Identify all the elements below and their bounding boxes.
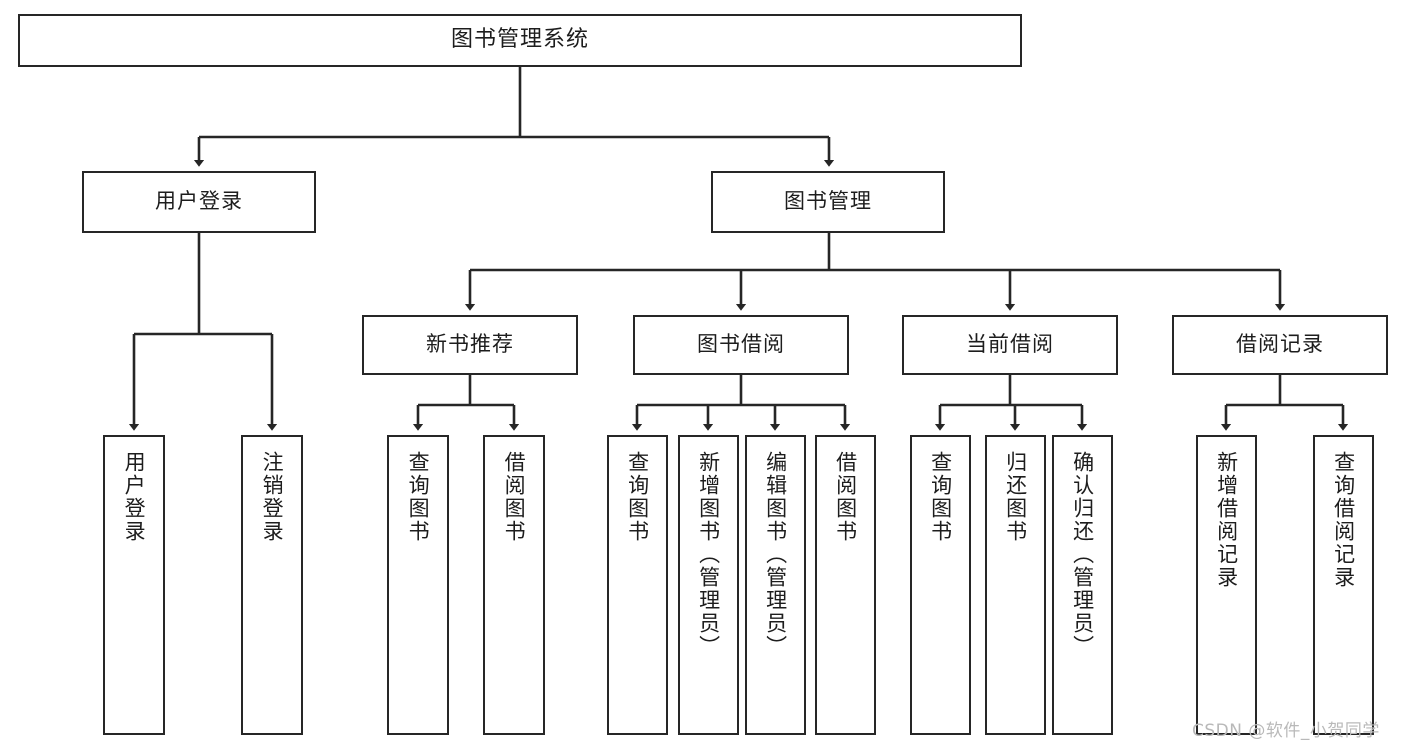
- node-current-borrow-label: 当前借阅: [966, 332, 1054, 357]
- connector-group-new-book-recommend: [412, 375, 520, 431]
- node-book-borrow[interactable]: 图书借阅: [633, 315, 849, 375]
- leaf-query-record-label: 查询借阅记录: [1331, 451, 1356, 589]
- node-current-borrow[interactable]: 当前借阅: [902, 315, 1118, 375]
- node-root-label: 图书管理系统: [450, 27, 589, 53]
- leaf-borrow-book-rec[interactable]: 借阅图书: [483, 435, 545, 735]
- leaf-user-login[interactable]: 用户登录: [103, 435, 165, 735]
- leaf-query-book-borrow-label: 查询图书: [625, 451, 650, 543]
- leaf-edit-book-label: 编辑图书（管理员）: [763, 451, 788, 658]
- node-user-login-label: 用户登录: [155, 189, 243, 214]
- leaf-return-book[interactable]: 归还图书: [985, 435, 1046, 735]
- leaf-return-book-label: 归还图书: [1003, 451, 1028, 543]
- node-borrow-record[interactable]: 借阅记录: [1172, 315, 1388, 375]
- leaf-borrow-book-rec-label: 借阅图书: [502, 451, 527, 543]
- connector-group-book-manage: [464, 233, 1286, 311]
- leaf-query-record[interactable]: 查询借阅记录: [1313, 435, 1374, 735]
- leaf-query-book-borrow[interactable]: 查询图书: [607, 435, 668, 735]
- leaf-borrow-book[interactable]: 借阅图书: [815, 435, 876, 735]
- leaf-user-login-label: 用户登录: [122, 451, 147, 543]
- node-book-manage-label: 图书管理: [784, 189, 872, 214]
- connector-group-current-borrow: [934, 375, 1088, 431]
- node-user-login[interactable]: 用户登录: [82, 171, 316, 233]
- leaf-borrow-book-label: 借阅图书: [833, 451, 858, 543]
- node-root[interactable]: 图书管理系统: [18, 14, 1022, 67]
- node-book-borrow-label: 图书借阅: [697, 332, 785, 357]
- leaf-edit-book[interactable]: 编辑图书（管理员）: [745, 435, 806, 735]
- leaf-query-book-rec[interactable]: 查询图书: [387, 435, 449, 735]
- node-book-manage[interactable]: 图书管理: [711, 171, 945, 233]
- node-new-book-recommend-label: 新书推荐: [426, 332, 514, 357]
- leaf-add-book-label: 新增图书（管理员）: [696, 451, 721, 658]
- leaf-logout[interactable]: 注销登录: [241, 435, 303, 735]
- leaf-query-book-cur[interactable]: 查询图书: [910, 435, 971, 735]
- connector-group-book-borrow: [631, 375, 851, 431]
- leaf-confirm-return[interactable]: 确认归还（管理员）: [1052, 435, 1113, 735]
- node-new-book-recommend[interactable]: 新书推荐: [362, 315, 578, 375]
- connector-group-user-login: [128, 233, 278, 431]
- leaf-query-book-cur-label: 查询图书: [928, 451, 953, 543]
- node-borrow-record-label: 借阅记录: [1236, 332, 1324, 357]
- leaf-logout-label: 注销登录: [260, 451, 285, 543]
- leaf-add-book[interactable]: 新增图书（管理员）: [678, 435, 739, 735]
- connector-group-root: [193, 67, 835, 167]
- leaf-add-record-label: 新增借阅记录: [1214, 451, 1239, 589]
- leaf-query-book-rec-label: 查询图书: [406, 451, 431, 543]
- leaf-confirm-return-label: 确认归还（管理员）: [1070, 451, 1095, 658]
- leaf-add-record[interactable]: 新增借阅记录: [1196, 435, 1257, 735]
- connector-group-borrow-record: [1220, 375, 1349, 431]
